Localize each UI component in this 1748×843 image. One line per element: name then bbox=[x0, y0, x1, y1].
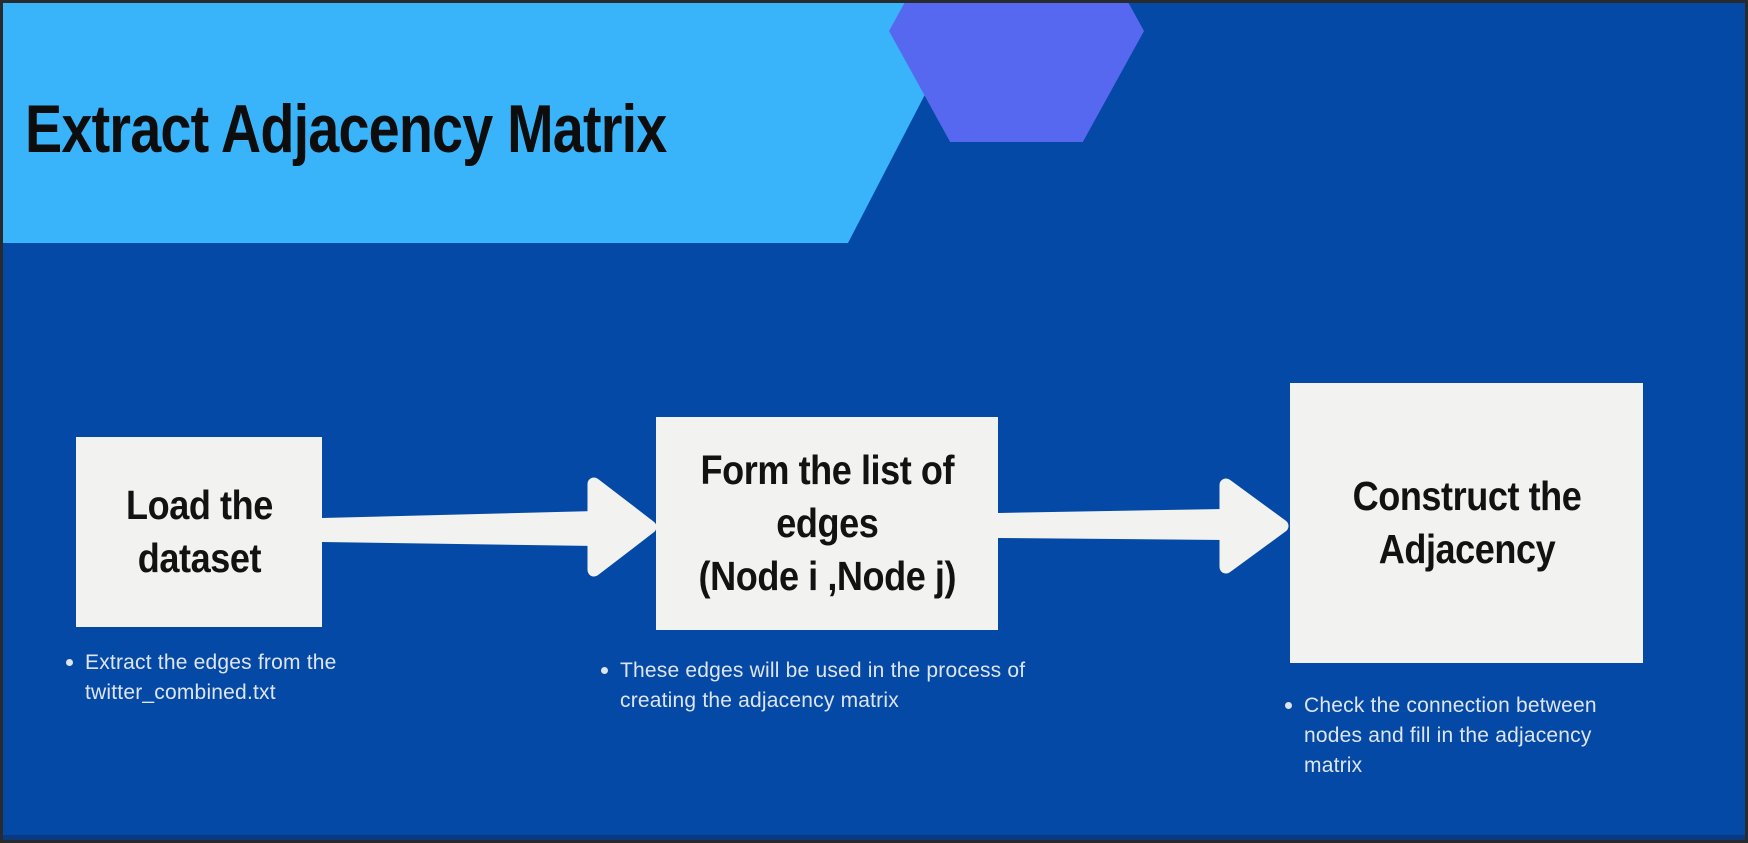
page-title: Extract Adjacency Matrix bbox=[25, 91, 667, 167]
step-box-label: Form the list of edges (Node i ,Node j) bbox=[698, 446, 956, 600]
step-box-form-edge-list: Form the list of edges (Node i ,Node j) bbox=[656, 417, 998, 630]
bullet-text: Extract the edges from the twitter_combi… bbox=[85, 651, 337, 704]
title-banner bbox=[0, 0, 974, 243]
step-box-label: Load the dataset bbox=[125, 481, 273, 581]
bullet-dot-icon bbox=[66, 659, 73, 666]
bottom-strip bbox=[0, 835, 1748, 843]
arrow-right-icon bbox=[322, 477, 657, 577]
step-box-load-dataset: Load the dataset bbox=[76, 437, 322, 627]
bullet-text: Check the connection between nodes and f… bbox=[1304, 694, 1597, 777]
bullet-dot-icon bbox=[601, 667, 608, 674]
hexagon-decoration bbox=[889, 0, 1144, 142]
bullet-dot-icon bbox=[1285, 702, 1292, 709]
step-bullet-item: These edges will be used in the process … bbox=[601, 656, 1075, 716]
step-box-label: Construct the Adjacency bbox=[1352, 472, 1581, 572]
arrow-right-icon bbox=[998, 478, 1289, 574]
step-box-construct-adjacency: Construct the Adjacency bbox=[1290, 383, 1643, 663]
step-bullet-item: Extract the edges from the twitter_combi… bbox=[66, 648, 365, 708]
step-bullet-item: Check the connection between nodes and f… bbox=[1285, 691, 1634, 781]
bullet-text: These edges will be used in the process … bbox=[620, 659, 1026, 712]
